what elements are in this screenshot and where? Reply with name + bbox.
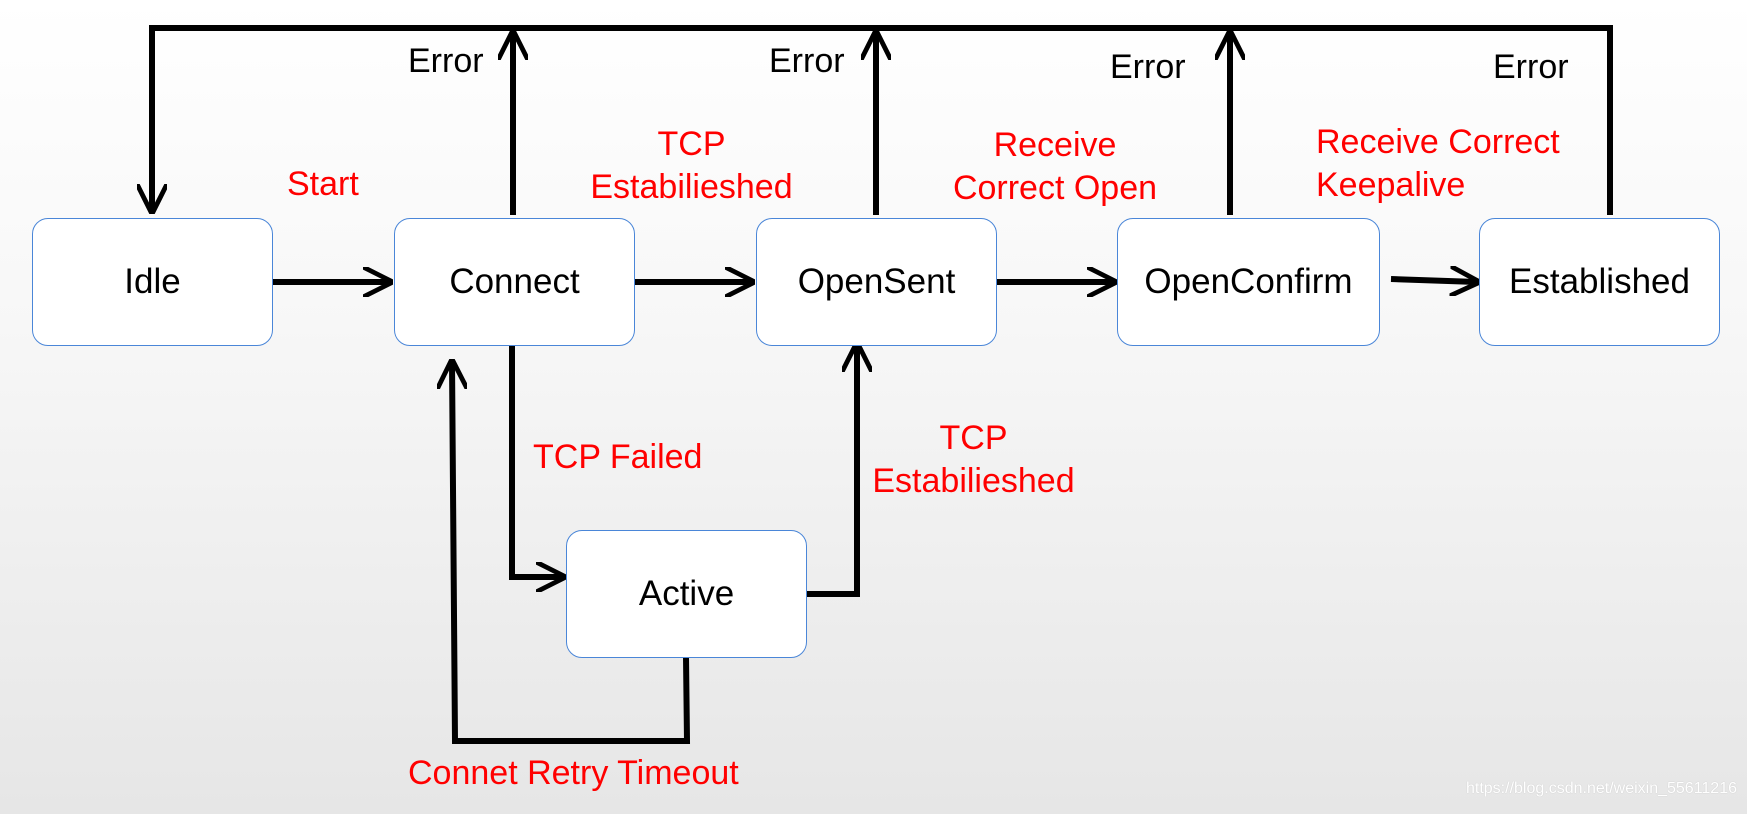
state-idle-label: Idle xyxy=(124,262,181,301)
arrow-active-to-opensent xyxy=(805,345,857,597)
label-tcp-established-2-line1: TCP xyxy=(939,419,1008,457)
error-return-bus xyxy=(152,25,1613,215)
state-established: Established xyxy=(1479,218,1720,346)
label-tcp-established-1-line1: TCP xyxy=(657,125,726,163)
label-receive-keepalive-line1: Receive Correct xyxy=(1316,123,1560,161)
arrow-openconfirm-to-established xyxy=(1390,279,1477,282)
state-openconfirm: OpenConfirm xyxy=(1117,218,1380,346)
label-start: Start xyxy=(287,165,359,203)
label-receive-open: Receive Correct Open xyxy=(947,124,1163,210)
label-tcp-established-2: TCP Estabilieshed xyxy=(871,417,1076,503)
label-receive-open-line2: Correct Open xyxy=(952,169,1158,207)
state-established-label: Established xyxy=(1509,262,1690,301)
state-opensent-label: OpenSent xyxy=(797,262,956,301)
arrow-connect-to-active xyxy=(509,346,563,577)
state-opensent: OpenSent xyxy=(756,218,997,346)
label-error-connect: Error xyxy=(408,42,484,80)
label-receive-keepalive-line2: Keepalive xyxy=(1316,166,1466,204)
label-tcp-established-1: TCP Estabilieshed xyxy=(589,123,794,209)
state-connect: Connect xyxy=(394,218,635,346)
label-receive-open-line1: Receive xyxy=(993,126,1117,164)
arrow-active-to-connect xyxy=(452,362,691,744)
label-receive-keepalive: Receive Correct Keepalive xyxy=(1316,121,1560,207)
label-retry-timeout: Connet Retry Timeout xyxy=(408,754,739,792)
state-openconfirm-label: OpenConfirm xyxy=(1144,262,1353,301)
state-idle: Idle xyxy=(32,218,273,346)
label-tcp-established-1-line2: Estabilieshed xyxy=(590,168,793,206)
state-active: Active xyxy=(566,530,807,658)
state-active-label: Active xyxy=(638,574,735,613)
watermark: https://blog.csdn.net/weixin_55611216 xyxy=(1465,780,1737,797)
label-tcp-failed: TCP Failed xyxy=(533,438,703,476)
label-tcp-established-2-line2: Estabilieshed xyxy=(872,462,1075,500)
label-error-openconfirm: Error xyxy=(1110,48,1186,86)
state-connect-label: Connect xyxy=(449,262,580,301)
label-error-opensent: Error xyxy=(769,42,845,80)
label-error-established: Error xyxy=(1493,48,1569,86)
